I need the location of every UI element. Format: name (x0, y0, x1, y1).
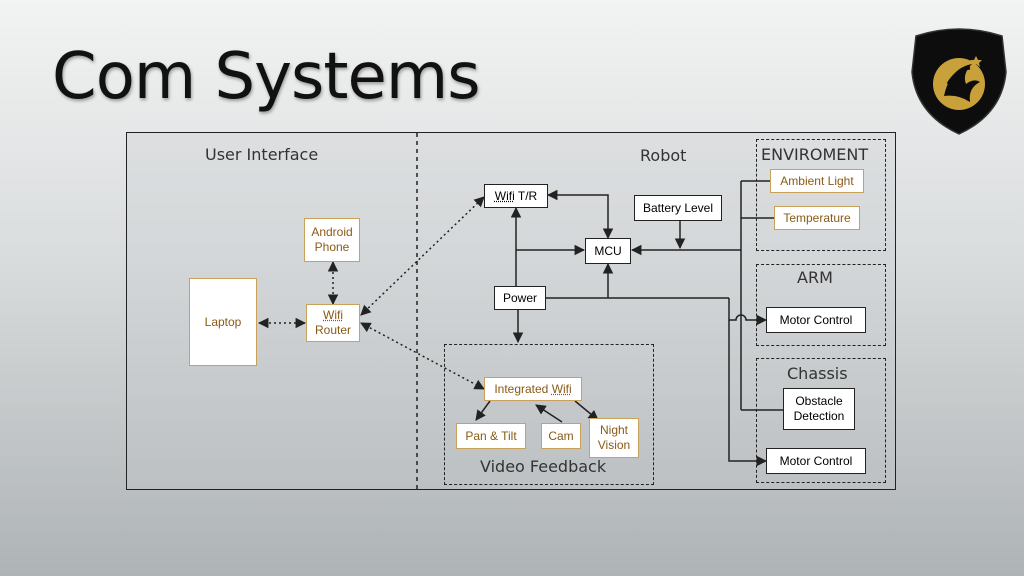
chassis-zone (756, 358, 886, 483)
power-node: Power (494, 286, 546, 310)
battery-level-node: Battery Level (634, 195, 722, 221)
chassis-label: Chassis (787, 364, 848, 383)
pan-tilt-node: Pan & Tilt (456, 423, 526, 449)
link-iwifi-nightvision (574, 400, 599, 421)
video-feedback-label: Video Feedback (480, 457, 607, 476)
mcu-node: MCU (585, 238, 631, 264)
link-router-wifitr (360, 196, 485, 316)
wifi-router-router-text: Router (314, 323, 352, 337)
integrated-wifi-prefix-text: Integrated (494, 381, 552, 396)
environment-label: ENVIROMENT (761, 145, 869, 164)
knights-shield-logo (911, 28, 1007, 135)
integrated-wifi-node: Integrated Wifi (484, 377, 582, 401)
robot-label: Robot (640, 146, 687, 165)
laptop-node: Laptop (189, 278, 257, 366)
link-rail-chassis-motor (728, 320, 768, 467)
wifi-router-wifi-text: Wifi (323, 308, 343, 322)
link-iwifi-pantilt (475, 400, 491, 421)
android-phone-node: Android Phone (304, 218, 360, 262)
temperature-node: Temperature (774, 206, 860, 230)
integrated-wifi-wifi-text: Wifi (551, 381, 572, 396)
wifi-router-node: Wifi Router (306, 304, 360, 342)
night-vision-node: Night Vision (589, 418, 639, 458)
link-rail-arm-motor (728, 298, 768, 326)
cam-node: Cam (541, 423, 581, 449)
arm-zone (756, 264, 886, 346)
wifi-tr-wifi-text: Wifi (494, 188, 515, 203)
slide-title: Com Systems (52, 40, 481, 114)
environment-zone (756, 139, 886, 251)
chassis-motor-control-node: Motor Control (766, 448, 866, 474)
ambient-light-node: Ambient Light (770, 169, 864, 193)
arm-motor-control-node: Motor Control (766, 307, 866, 333)
link-router-integratedwifi (360, 322, 485, 390)
video-feedback-zone (444, 344, 654, 485)
wifi-tr-node: Wifi T/R (484, 184, 548, 208)
arm-label: ARM (797, 268, 833, 287)
wifi-tr-rest-text: T/R (514, 188, 538, 203)
obstacle-detection-node: Obstacle Detection (783, 388, 855, 430)
link-iwifi-cam (535, 404, 563, 423)
link-wifitr-mcu (546, 189, 614, 240)
user-interface-label: User Interface (205, 145, 319, 164)
